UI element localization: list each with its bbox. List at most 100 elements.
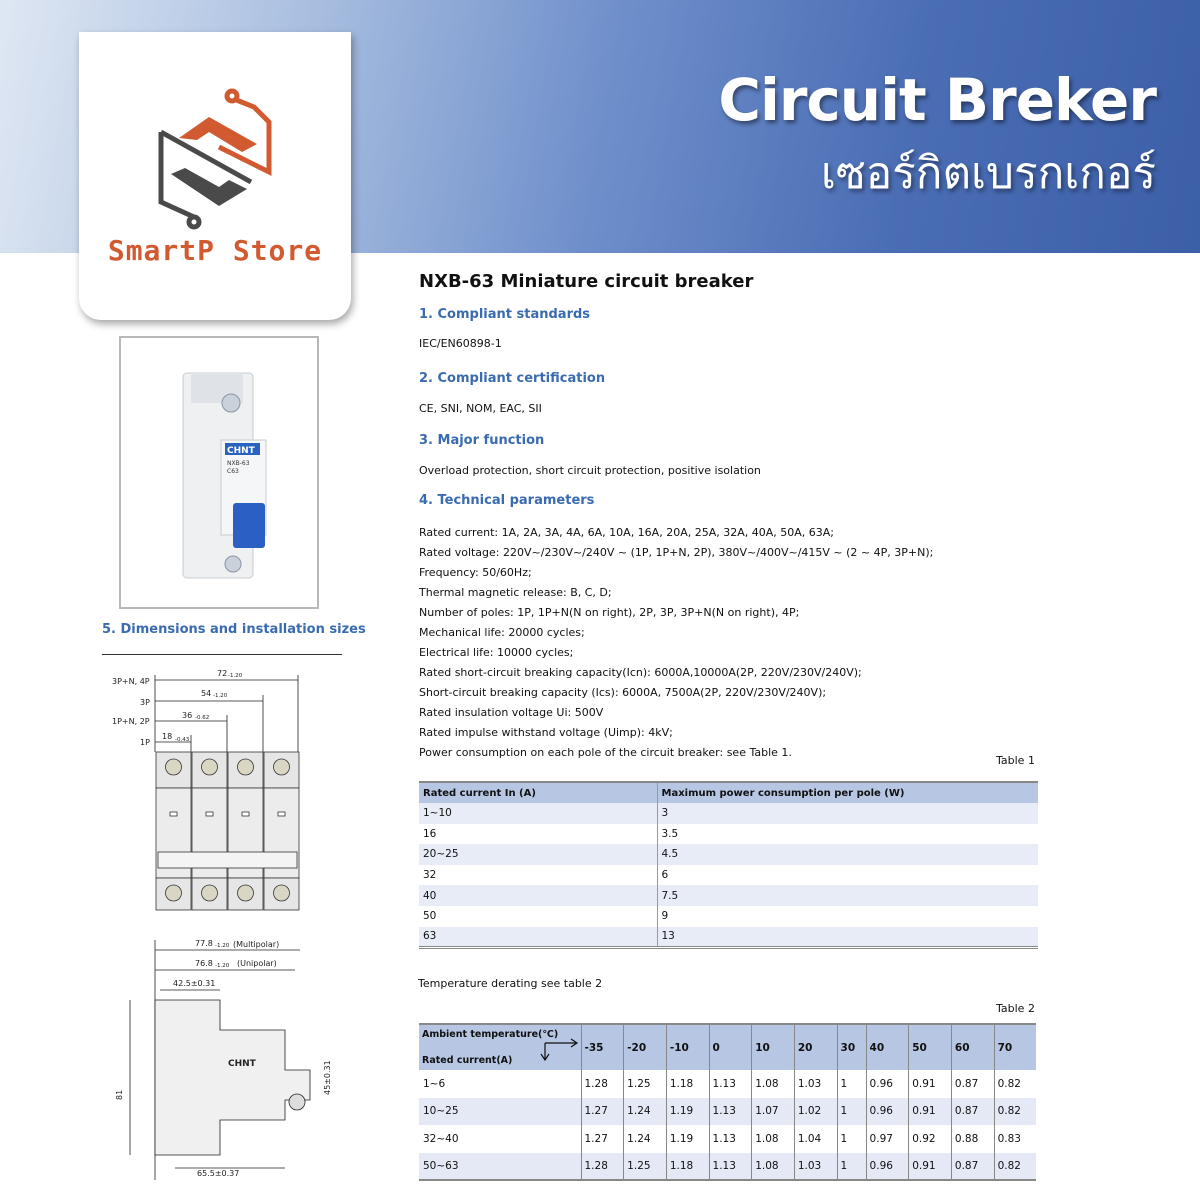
factor-cell: 1.25 — [623, 1152, 667, 1180]
dim-value: 77.8 — [195, 939, 213, 948]
temperature-header: -10 — [665, 1024, 710, 1070]
current-cell: 50~63 — [419, 1152, 581, 1180]
arrows-icon — [540, 1038, 579, 1062]
factor-cell: 0.91 — [908, 1152, 952, 1180]
factor-cell: 0.82 — [993, 1097, 1036, 1125]
param-line: Number of poles: 1P, 1P+N(N on right), 2… — [419, 606, 800, 619]
factor-cell: 1.24 — [623, 1125, 667, 1153]
indicator-window — [277, 811, 286, 817]
model-label: NXB-63 — [227, 460, 250, 467]
handle-bar — [157, 851, 298, 869]
screw-icon — [273, 884, 290, 902]
current-cell: 20~25 — [419, 844, 658, 865]
screw-icon — [201, 758, 218, 776]
param-line: Rated impulse withstand voltage (Uimp): … — [419, 726, 673, 739]
store-logo-card: SmartP Store — [79, 32, 351, 320]
factor-cell: 0.83 — [993, 1125, 1036, 1153]
table-2-label: Table 2 — [996, 1002, 1035, 1015]
temperature-header: 60 — [950, 1024, 995, 1070]
param-line: Power consumption on each pole of the ci… — [419, 746, 792, 759]
factor-cell: 0.96 — [865, 1152, 909, 1180]
current-cell: 32~40 — [423, 1132, 459, 1145]
param-line: Rated short-circuit breaking capacity(Ic… — [419, 666, 862, 679]
dim-tolerance: -1.20 — [215, 963, 230, 969]
factor-cell: 1.18 — [665, 1070, 710, 1098]
factor-cell: 0.96 — [865, 1070, 909, 1098]
section-4-heading: 4. Technical parameters — [419, 493, 595, 508]
temperature-header: 0 — [708, 1024, 752, 1070]
factor-cell: 1.04 — [793, 1125, 838, 1153]
param-line: Mechanical life: 20000 cycles; — [419, 626, 585, 639]
dim-value: 36 — [182, 711, 192, 720]
factor-cell: 1.13 — [708, 1070, 752, 1098]
dim-value: 45±0.31 — [323, 1060, 332, 1095]
brand-label: CHNT — [227, 446, 256, 456]
current-cell: 40 — [419, 885, 658, 906]
factor-cell: 1.03 — [793, 1070, 838, 1098]
title-english: Circuit Breker — [718, 66, 1157, 134]
section-1-text: IEC/EN60898-1 — [419, 337, 502, 350]
factor-cell: 1.19 — [665, 1125, 710, 1153]
dim-tolerance: -1.20 — [215, 943, 230, 949]
param-line: Electrical life: 10000 cycles; — [419, 646, 574, 659]
dim-value: 54 — [201, 689, 211, 698]
factor-cell: 0.87 — [950, 1097, 995, 1125]
section-2-heading: 2. Compliant certification — [419, 371, 606, 386]
factor-cell: 1 — [836, 1097, 867, 1125]
power-consumption-table: Rated current In (A) Maximum power consu… — [419, 781, 1038, 949]
factor-cell: 1.25 — [623, 1070, 667, 1098]
factor-cell: 0.91 — [908, 1070, 952, 1098]
section-3-text: Overload protection, short circuit prote… — [419, 464, 761, 477]
factor-cell: 1.02 — [793, 1097, 838, 1125]
factor-cell: 1 — [836, 1125, 867, 1153]
param-line: Rated insulation voltage Ui: 500V — [419, 706, 604, 719]
param-line: Short-circuit breaking capacity (Ics): 6… — [419, 686, 827, 699]
factor-cell: 0.91 — [908, 1097, 952, 1125]
power-cell: 3.5 — [661, 827, 679, 840]
side-dimension-diagram: 77.8 -1.20 (Multipolar) 76.8 -1.20 (Unip… — [115, 939, 332, 1180]
temperature-header: 30 — [836, 1024, 867, 1070]
factor-cell: 1.18 — [665, 1152, 710, 1180]
dim-label: (Unipolar) — [237, 959, 277, 968]
factor-cell: 1 — [836, 1152, 867, 1180]
technical-parameters: Rated current: 1A, 2A, 3A, 4A, 6A, 10A, … — [419, 523, 933, 763]
factor-cell: 0.88 — [950, 1125, 995, 1153]
screw-icon — [237, 758, 254, 776]
current-cell: 63 — [419, 926, 658, 948]
factor-cell: 0.87 — [950, 1070, 995, 1098]
power-cell: 3 — [657, 803, 1038, 824]
factor-cell: 1.07 — [751, 1097, 795, 1125]
factor-cell: 0.97 — [865, 1125, 909, 1153]
dim-label: 1P — [140, 738, 150, 747]
dim-value: 18 — [162, 732, 172, 741]
dim-value: 72 — [217, 669, 227, 678]
section-2-text: CE, SNI, NOM, EAC, SII — [419, 402, 542, 415]
power-cell: 6 — [661, 869, 669, 882]
power-cell: 9 — [661, 910, 669, 923]
factor-cell: 1.28 — [580, 1070, 624, 1098]
dim-tolerance: -0.62 — [195, 715, 209, 721]
factor-cell: 1.08 — [751, 1125, 795, 1153]
temperature-derating-table: Ambient temperature(℃) Rated current(A) … — [419, 1023, 1036, 1181]
brand-label: CHNT — [228, 1059, 257, 1069]
power-cell: 7.5 — [657, 885, 1038, 906]
section-3-heading: 3. Major function — [419, 433, 545, 448]
title-thai: เซอร์กิตเบรกเกอร์ — [820, 148, 1156, 199]
temperature-header: 10 — [751, 1024, 795, 1070]
corner-bottom-label: Rated current(A) — [422, 1055, 513, 1066]
factor-cell: 1 — [836, 1070, 867, 1098]
current-cell: 32 — [419, 864, 658, 886]
current-cell: 10~25 — [419, 1097, 581, 1125]
store-logo-icon — [158, 88, 272, 230]
factor-cell: 1.08 — [751, 1070, 795, 1098]
factor-cell: 1.28 — [580, 1152, 624, 1180]
indicator-window — [205, 811, 214, 817]
store-logo-text: SmartP Store — [107, 234, 323, 267]
factor-cell: 0.92 — [908, 1125, 952, 1153]
